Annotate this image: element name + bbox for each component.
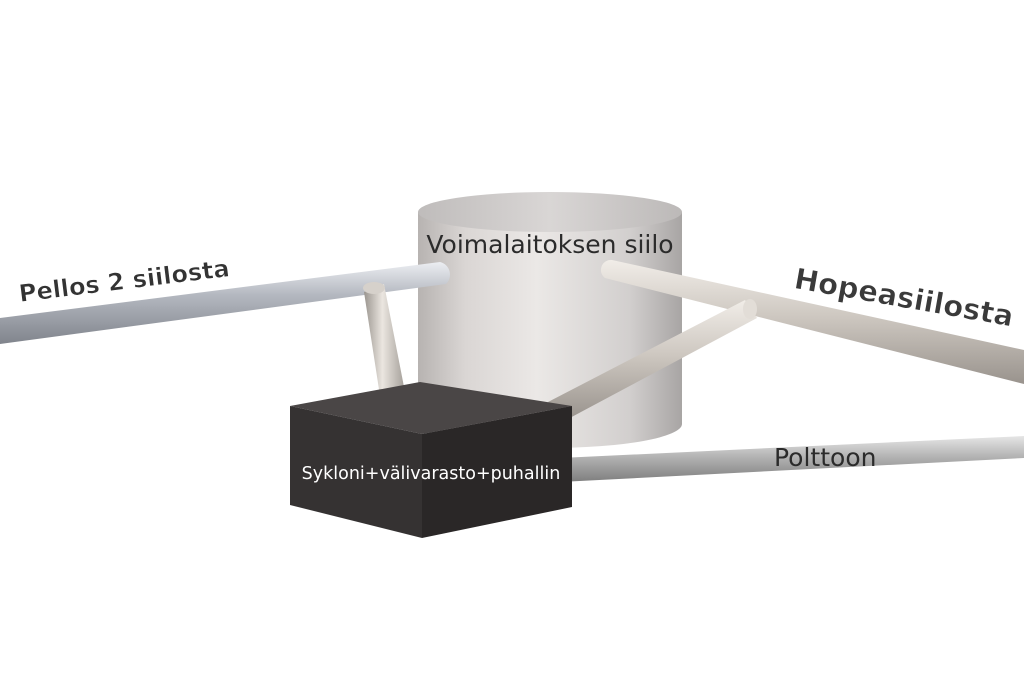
pipe-branch-right <box>548 300 757 420</box>
pipe-pellos <box>0 262 450 344</box>
silo-label: Voimalaitoksen siilo <box>426 230 673 259</box>
box-label: Sykloni+välivarasto+puhallin <box>302 464 561 484</box>
box-top <box>290 382 572 434</box>
polttoon-label: Polttoon <box>774 443 876 472</box>
pipe-polttoon <box>560 436 1024 482</box>
cyclone-box <box>290 382 572 538</box>
box-side <box>422 406 572 538</box>
branch-right-cap <box>743 299 757 319</box>
pipe-riser-left <box>364 284 405 396</box>
riser-left-cap <box>363 282 385 294</box>
box-front <box>290 406 422 538</box>
pipe-hopea <box>600 259 1024 384</box>
silo-top <box>418 192 682 232</box>
